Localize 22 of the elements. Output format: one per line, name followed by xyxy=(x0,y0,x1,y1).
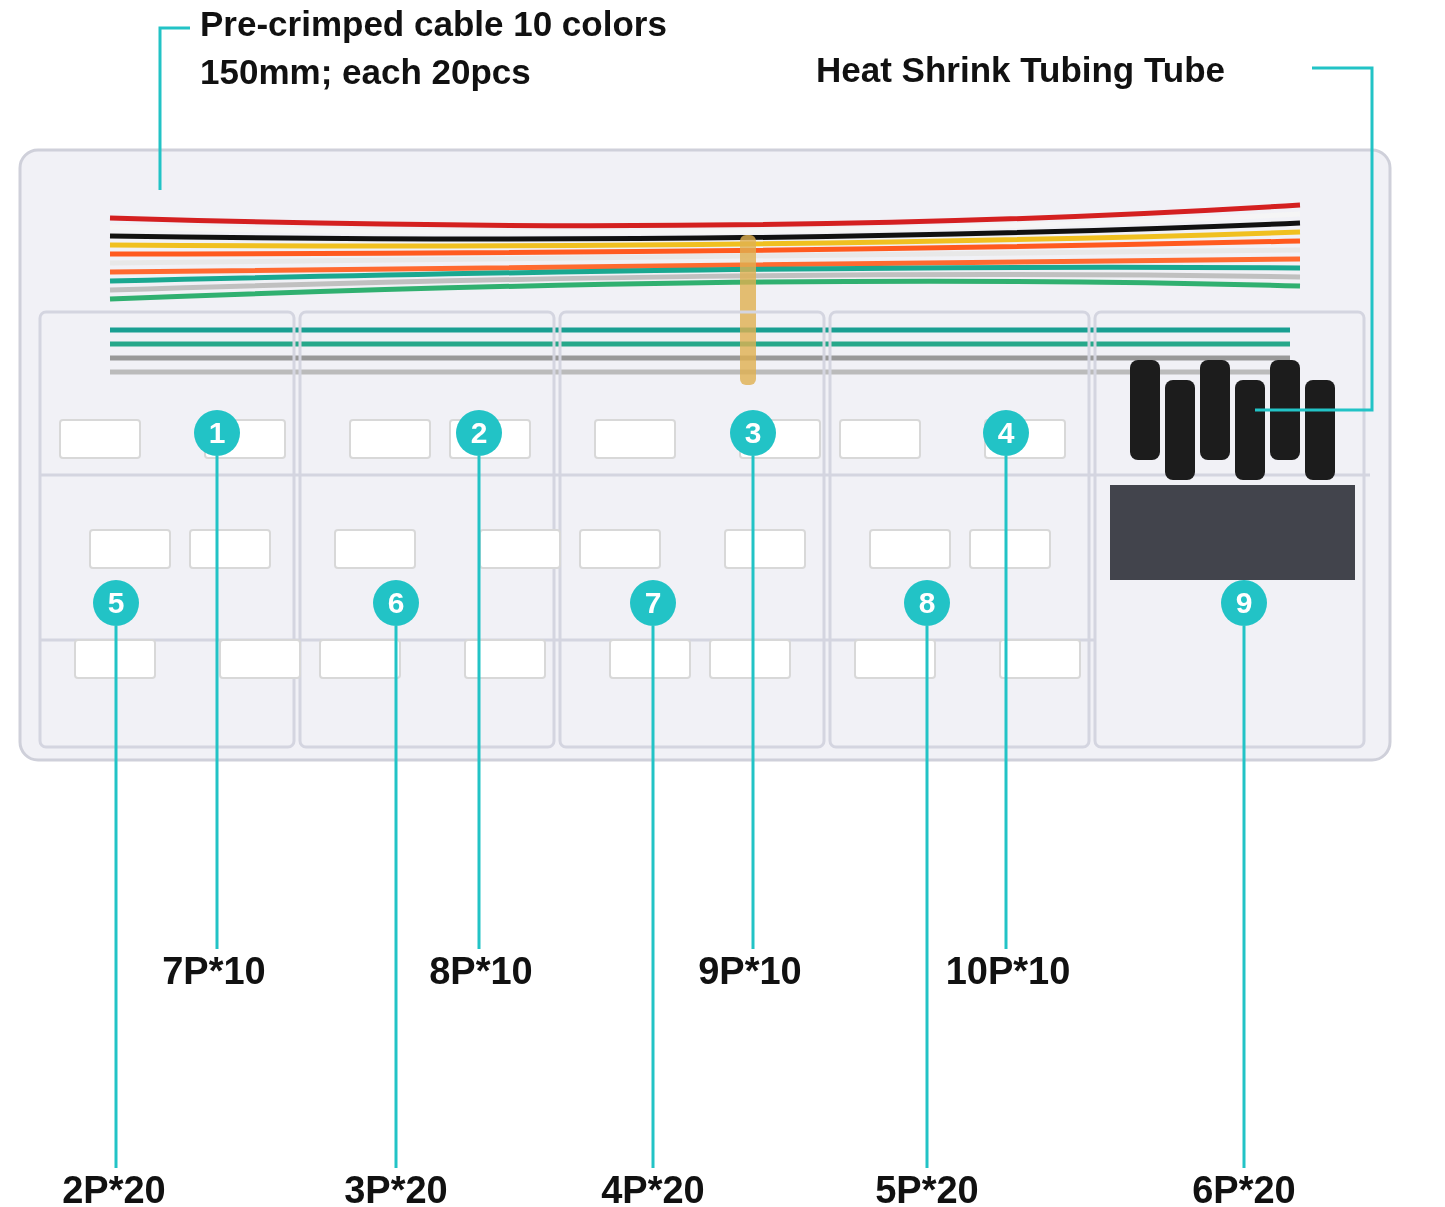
part-spec-label: 7P*10 xyxy=(144,949,284,993)
leader-line xyxy=(394,626,398,1168)
leader-line xyxy=(1004,456,1008,949)
callout-text: Pre-crimped cable 10 colors 150mm; each 20pcs xyxy=(200,0,760,96)
part-spec-label: 5P*20 xyxy=(857,1168,997,1207)
callout-text: Heat Shrink Tubing Tube xyxy=(816,46,1316,94)
leader-line xyxy=(477,456,481,949)
part-spec-label: 6P*20 xyxy=(1174,1168,1314,1207)
leader-line xyxy=(651,626,655,1168)
leader-line xyxy=(1242,626,1246,1168)
part-spec-label: 4P*20 xyxy=(583,1168,723,1207)
leader-line xyxy=(925,626,929,1168)
leader-line xyxy=(751,456,755,949)
part-spec-label: 2P*20 xyxy=(44,1168,184,1207)
part-spec-label: 10P*10 xyxy=(928,949,1088,993)
part-spec-label: 3P*20 xyxy=(326,1168,466,1207)
part-spec-label: 9P*10 xyxy=(680,949,820,993)
leader-line xyxy=(158,26,190,190)
leader-line xyxy=(215,456,219,949)
leader-line xyxy=(1255,66,1374,412)
leader-line xyxy=(114,626,118,1168)
part-spec-label: 8P*10 xyxy=(411,949,551,993)
